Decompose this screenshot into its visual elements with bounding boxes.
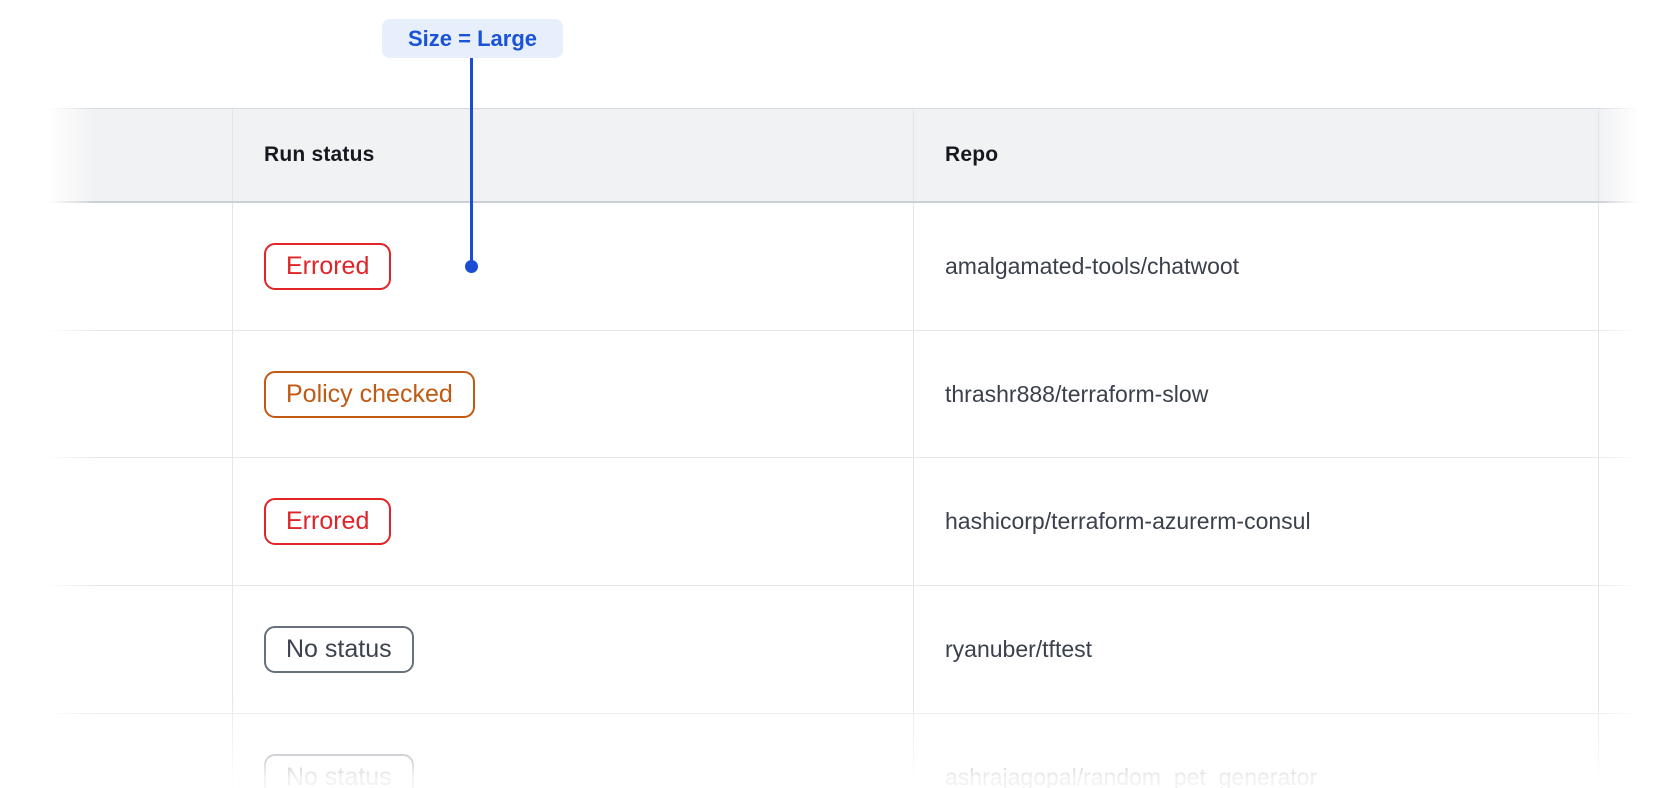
- cell-repo: thrashr888/terraform-slow: [913, 331, 1598, 458]
- header-cell-spacer: [43, 109, 232, 201]
- header-cell-trailing: [1598, 109, 1672, 201]
- status-badge: Policy checked: [264, 371, 475, 418]
- size-large-annotation-label: Size = Large: [408, 26, 537, 52]
- cell-trailing: [1598, 458, 1672, 585]
- cell-trailing: [1598, 714, 1672, 788]
- size-large-annotation-pill: Size = Large: [382, 19, 563, 58]
- cell-run-status: No status: [232, 586, 913, 713]
- cell-run-status: Errored: [232, 203, 913, 330]
- cell-spacer: [43, 586, 232, 713]
- runs-table: Run status Repo Errored amalgamated-tool…: [43, 108, 1672, 788]
- repo-name: ashrajagopal/random_pet_generator: [945, 764, 1317, 788]
- cell-repo: amalgamated-tools/chatwoot: [913, 203, 1598, 330]
- cell-trailing: [1598, 331, 1672, 458]
- repo-name: thrashr888/terraform-slow: [945, 381, 1208, 408]
- table-row[interactable]: No status ryanuber/tftest: [43, 586, 1672, 714]
- repo-name: amalgamated-tools/chatwoot: [945, 253, 1239, 280]
- cell-repo: ryanuber/tftest: [913, 586, 1598, 713]
- status-badge: Errored: [264, 243, 391, 290]
- status-badge: Errored: [264, 498, 391, 545]
- status-badge: No status: [264, 754, 414, 788]
- cell-run-status: Errored: [232, 458, 913, 585]
- cell-spacer: [43, 458, 232, 585]
- table-row[interactable]: Policy checked thrashr888/terraform-slow: [43, 331, 1672, 459]
- repo-name: hashicorp/terraform-azurerm-consul: [945, 508, 1311, 535]
- table-row[interactable]: Errored hashicorp/terraform-azurerm-cons…: [43, 458, 1672, 586]
- annotation-connector-dot: [465, 260, 478, 273]
- run-status-column-label: Run status: [264, 143, 375, 167]
- cell-spacer: [43, 714, 232, 788]
- repo-name: ryanuber/tftest: [945, 636, 1092, 663]
- annotation-connector-line: [470, 58, 473, 262]
- header-cell-run-status: Run status: [232, 109, 913, 201]
- cell-trailing: [1598, 203, 1672, 330]
- cell-spacer: [43, 203, 232, 330]
- cell-repo: hashicorp/terraform-azurerm-consul: [913, 458, 1598, 585]
- cell-run-status: No status: [232, 714, 913, 788]
- table-header-row: Run status Repo: [43, 108, 1672, 203]
- cell-run-status: Policy checked: [232, 331, 913, 458]
- header-cell-repo: Repo: [913, 109, 1598, 201]
- cell-repo: ashrajagopal/random_pet_generator: [913, 714, 1598, 788]
- cell-spacer: [43, 331, 232, 458]
- repo-column-label: Repo: [945, 143, 998, 167]
- status-badge: No status: [264, 626, 414, 673]
- cell-trailing: [1598, 586, 1672, 713]
- table-row[interactable]: Errored amalgamated-tools/chatwoot: [43, 203, 1672, 331]
- table-row[interactable]: No status ashrajagopal/random_pet_genera…: [43, 714, 1672, 788]
